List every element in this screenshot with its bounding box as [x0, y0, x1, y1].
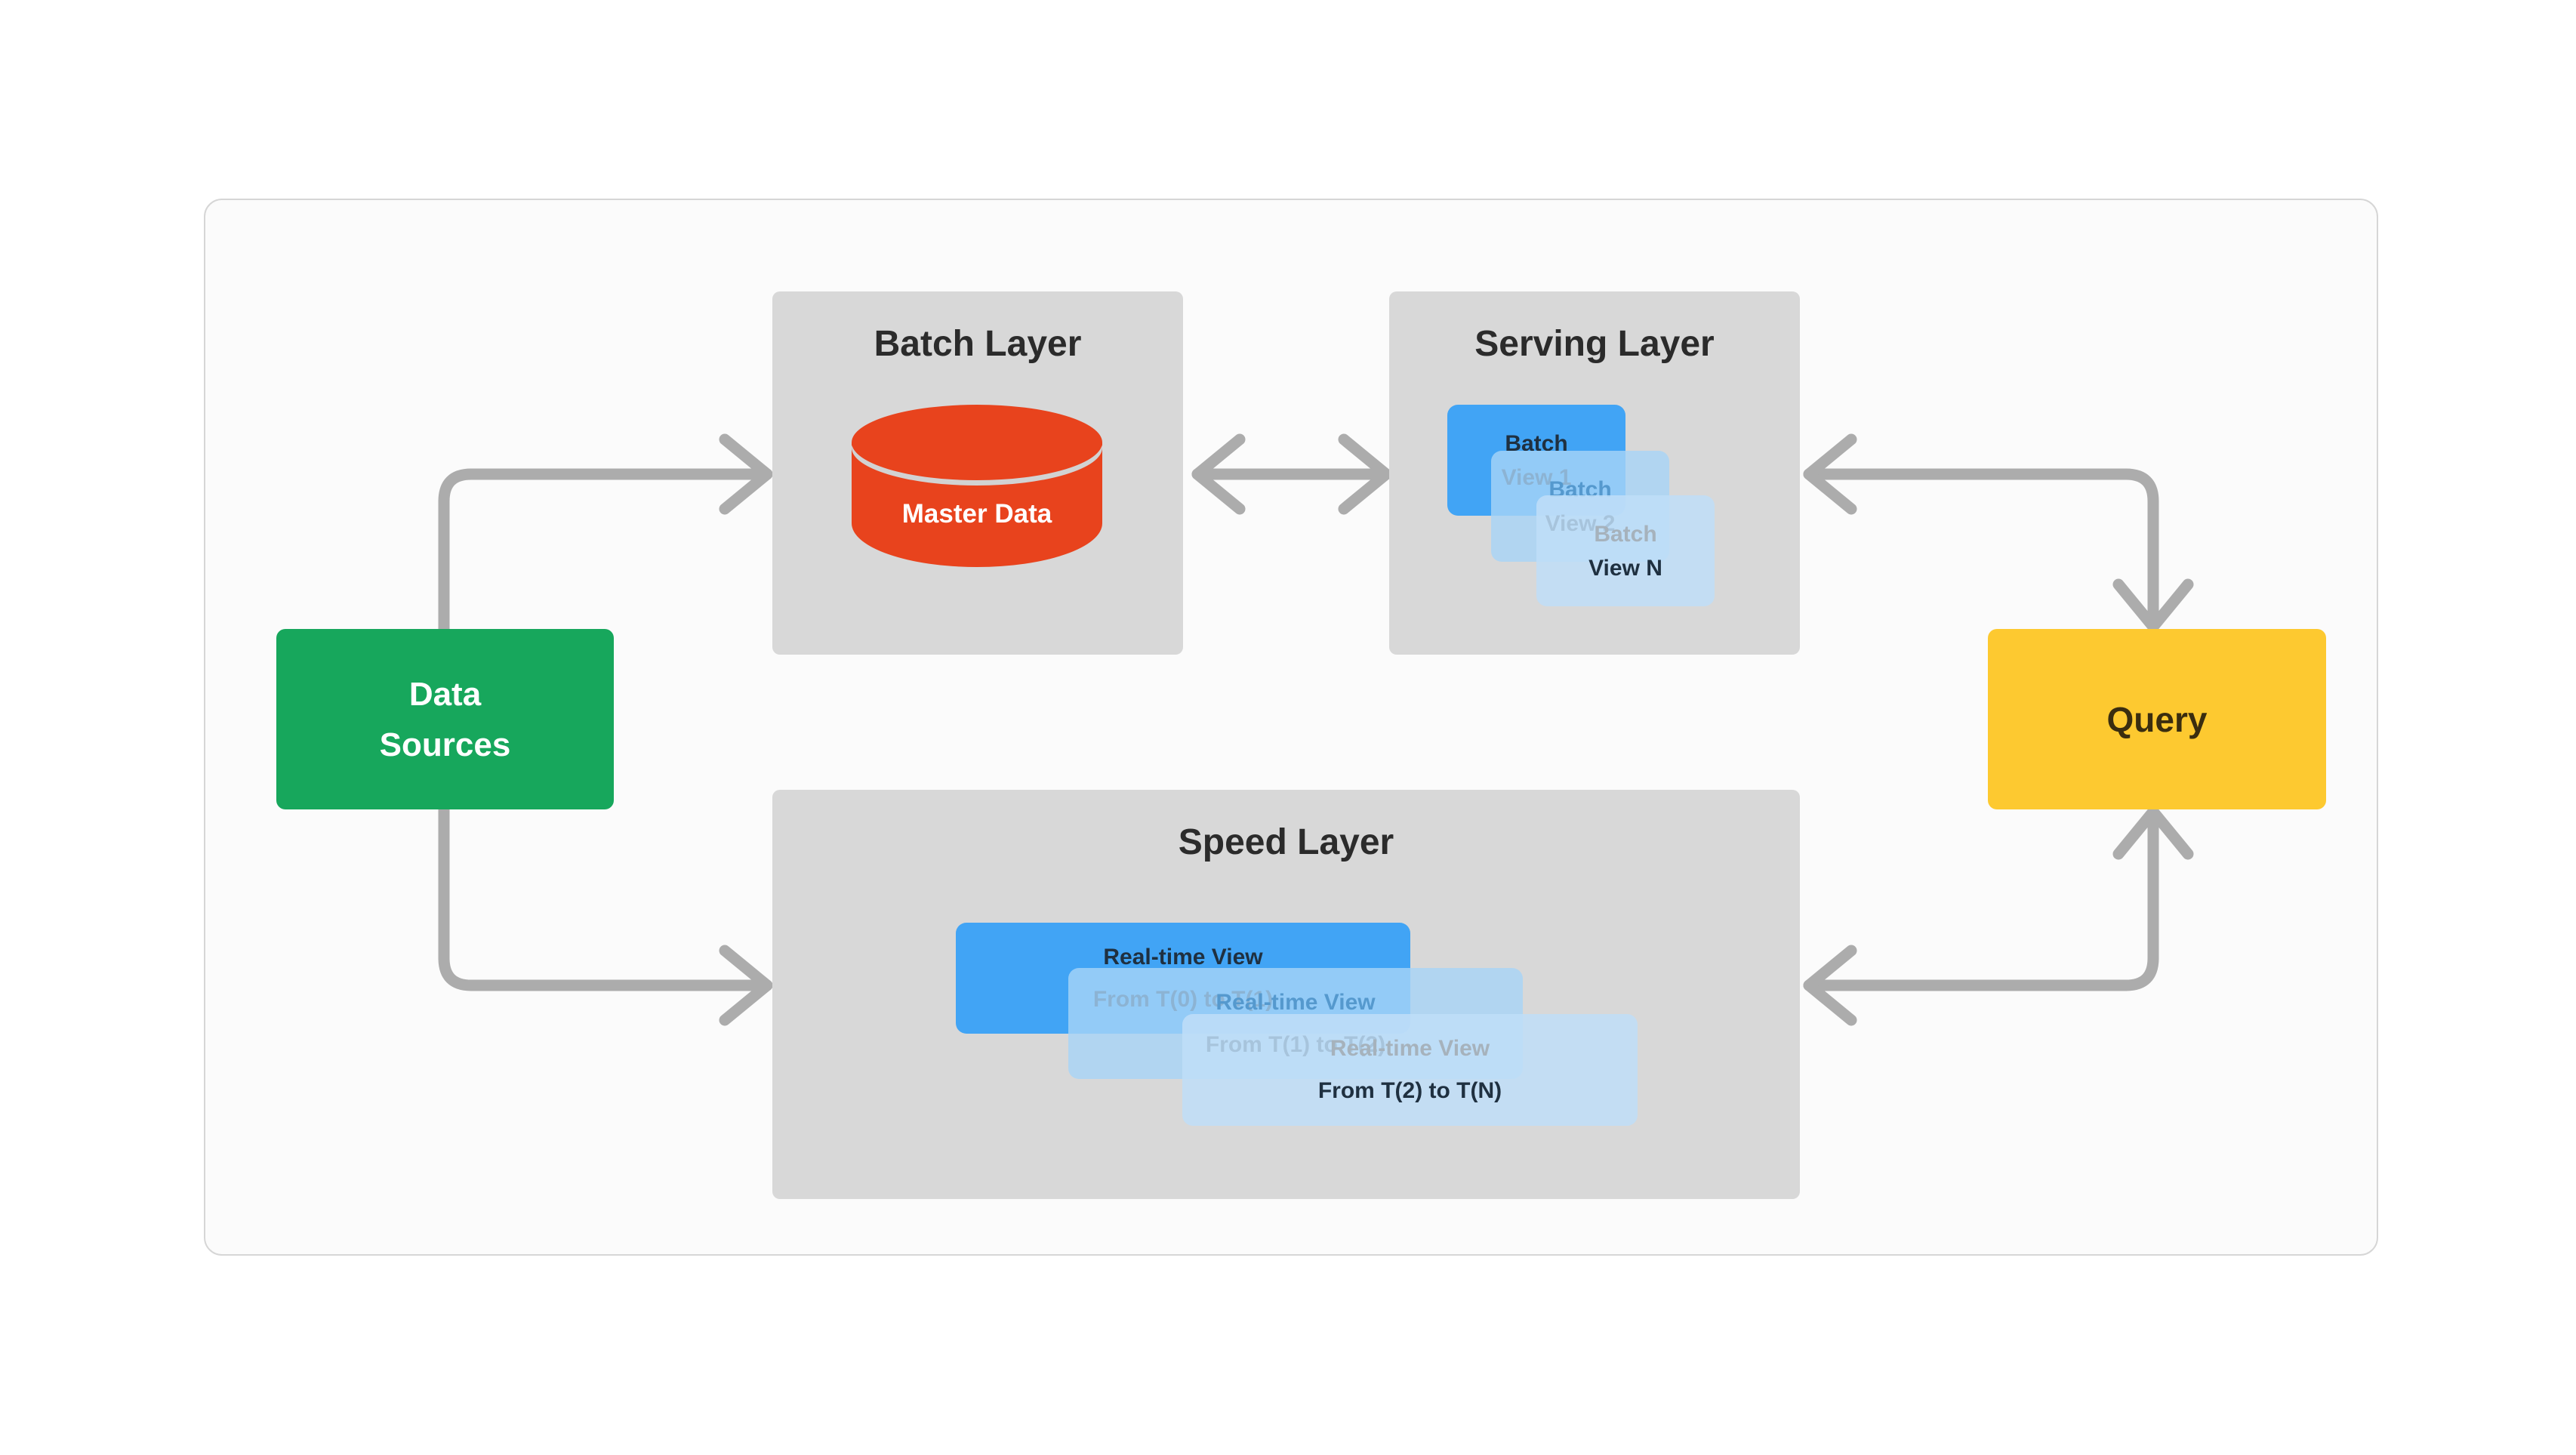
database-top [852, 405, 1102, 480]
master-data-label: Master Data [901, 499, 1052, 529]
batch-layer-title: Batch Layer [874, 324, 1082, 364]
database-icon: Master Data [852, 405, 1102, 567]
serving-layer-title: Serving Layer [1474, 324, 1715, 364]
realtime-view-n-box: Real-time View From T(2) to T(N) [1182, 1014, 1638, 1126]
speed-layer-title: Speed Layer [1178, 822, 1394, 862]
speed-layer-panel: Speed Layer [772, 790, 1800, 1199]
data-sources-label-line2: Sources [379, 726, 511, 763]
data-sources-node: Data Sources [276, 629, 614, 809]
view-title-line: Batch [1594, 521, 1657, 547]
view-subtitle-line: View N [1588, 555, 1662, 581]
view-title-line: Real-time View [1103, 944, 1263, 969]
batch-layer-panel: Batch Layer Master Data [772, 291, 1183, 655]
view-title-line: Real-time View [1216, 989, 1376, 1015]
view-title-line: Real-time View [1330, 1036, 1490, 1061]
data-sources-label-line1: Data [408, 675, 482, 713]
query-node: Query [1988, 629, 2326, 809]
view-subtitle-line: From T(2) to T(N) [1317, 1078, 1502, 1103]
batch-view-n-box: Batch View N [1536, 495, 1715, 606]
query-label: Query [2106, 699, 2208, 739]
